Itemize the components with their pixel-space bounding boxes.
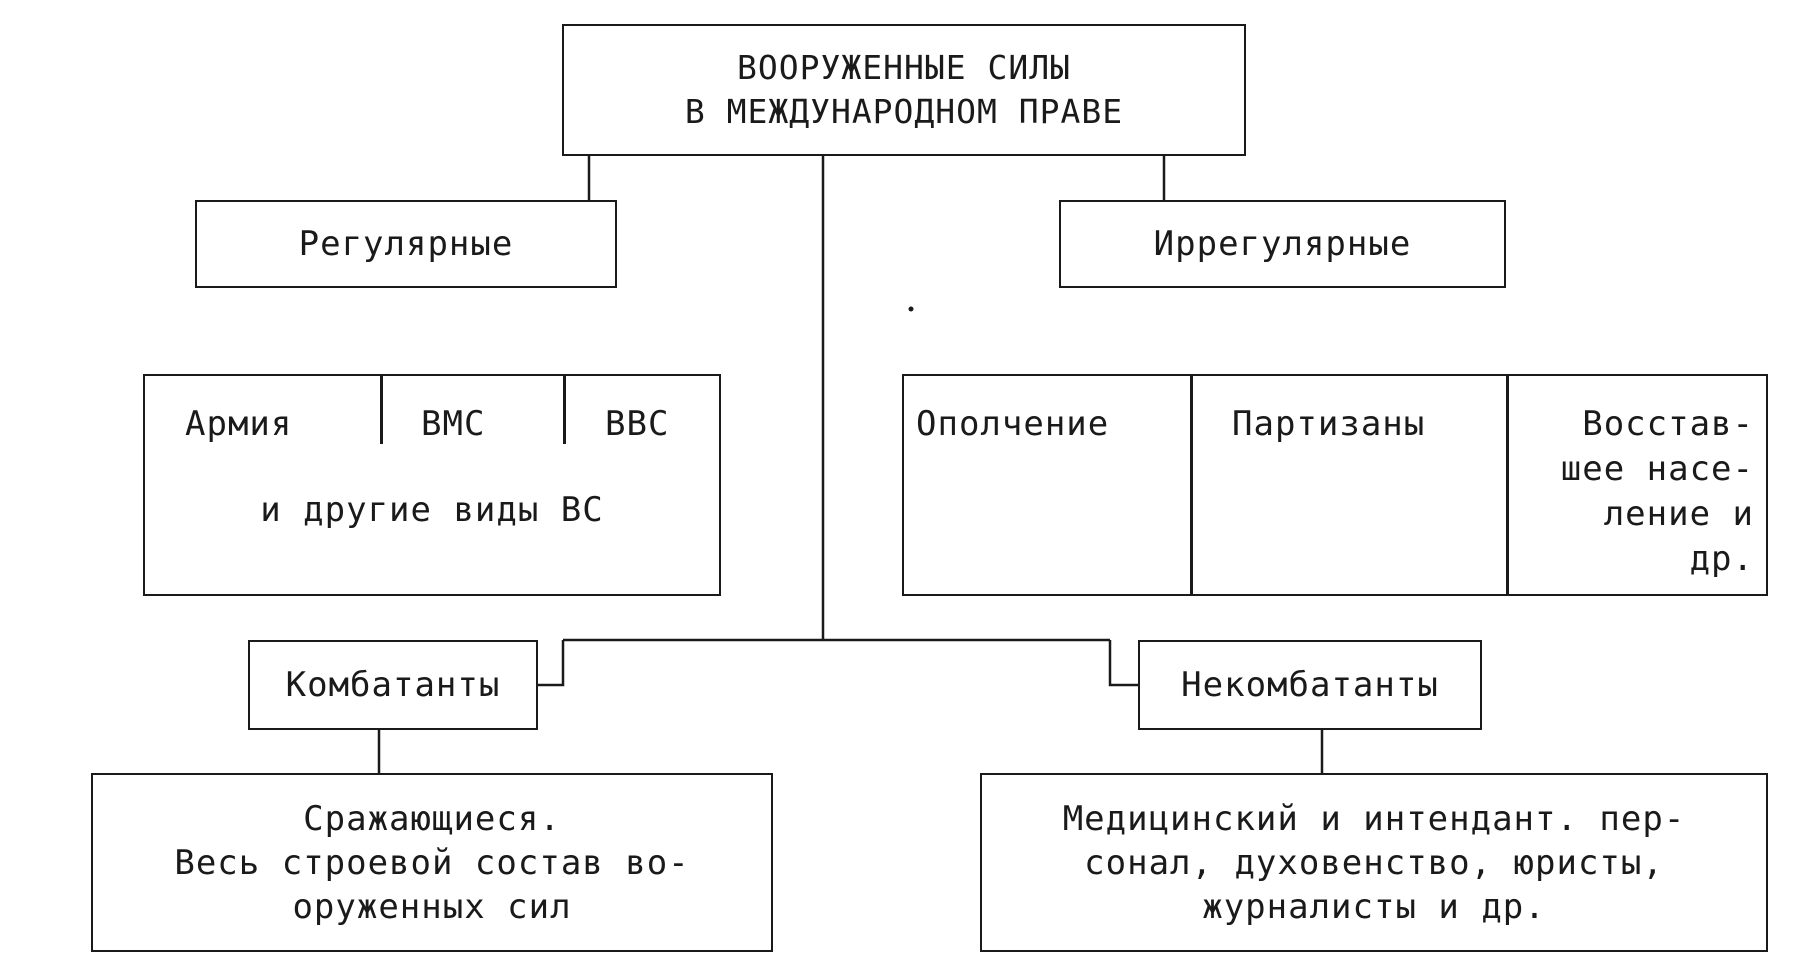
type-army: Армия xyxy=(185,404,293,444)
noncombatants-description-node: Медицинский и интендант. пер- сонал, дух… xyxy=(980,773,1768,952)
type-other: и другие виды ВС xyxy=(260,490,604,530)
regular-types-node: Армия ВМС ВВС и другие виды ВС xyxy=(143,374,721,596)
combatants-description-node: Сражающиеся. Весь строевой состав во- ор… xyxy=(91,773,773,952)
irregular-types-node: Ополчение Партизаны Восстав- шее насе- л… xyxy=(902,374,1768,596)
connector-branch-combatants xyxy=(538,640,565,687)
uprising-line: ление и xyxy=(1603,494,1754,534)
type-separator xyxy=(380,376,383,444)
type-militia: Ополчение xyxy=(916,404,1110,444)
root-line-1: ВООРУЖЕННЫЕ СИЛЫ xyxy=(737,48,1071,87)
combatants-desc-line: оруженных сил xyxy=(292,886,572,927)
noncombatants-desc-line: Медицинский и интендант. пер- xyxy=(1062,798,1686,839)
type-separator xyxy=(1190,376,1193,594)
stray-dot xyxy=(908,306,914,312)
combatants-label: Комбатанты xyxy=(285,665,501,705)
noncombatants-node: Некомбатанты xyxy=(1138,640,1482,730)
root-line-2: В МЕЖДУНАРОДНОМ ПРАВЕ xyxy=(684,92,1124,131)
noncombatants-desc-line: сонал, духовенство, юристы, xyxy=(1084,842,1664,883)
type-separator xyxy=(1506,376,1509,594)
combatants-node: Комбатанты xyxy=(248,640,538,730)
connector-branch-noncombatants xyxy=(1108,640,1138,687)
type-navy: ВМС xyxy=(421,404,486,444)
type-partisans: Партизаны xyxy=(1232,404,1426,444)
type-separator xyxy=(563,376,566,444)
regular-node: Регулярные xyxy=(195,200,617,288)
combatants-desc-line: Весь строевой состав во- xyxy=(174,842,690,883)
type-air-force: ВВС xyxy=(605,404,670,444)
root-node: ВООРУЖЕННЫЕ СИЛЫ В МЕЖДУНАРОДНОМ ПРАВЕ xyxy=(562,24,1246,156)
regular-label: Регулярные xyxy=(298,224,514,264)
noncombatants-desc-line: журналисты и др. xyxy=(1202,886,1546,927)
combatants-desc-line: Сражающиеся. xyxy=(303,798,561,839)
type-uprising: Восстав- шее насе- ление и др. xyxy=(1518,402,1754,582)
uprising-line: др. xyxy=(1689,539,1754,579)
uprising-line: Восстав- xyxy=(1582,404,1754,444)
noncombatants-label: Некомбатанты xyxy=(1181,665,1439,705)
uprising-line: шее насе- xyxy=(1560,449,1754,489)
irregular-label: Иррегулярные xyxy=(1153,224,1412,264)
irregular-node: Иррегулярные xyxy=(1059,200,1506,288)
